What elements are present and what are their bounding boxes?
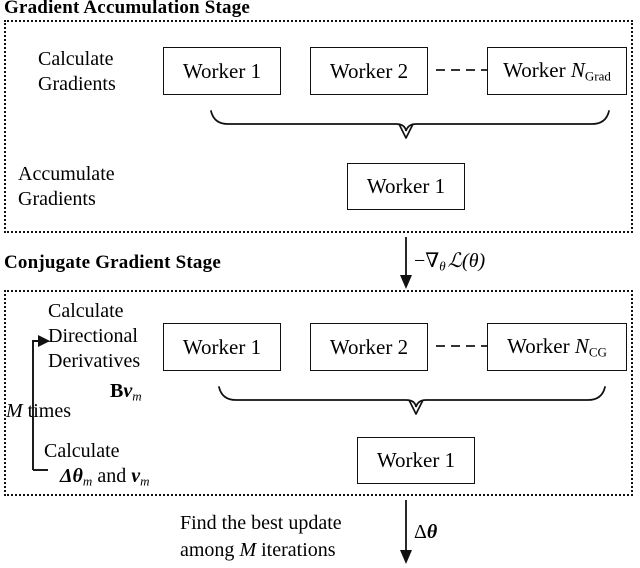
conjugate-gradient-stage-container	[4, 290, 633, 496]
calculate-delta-label-line1: Calculate	[44, 440, 120, 462]
calculate-delta-math: Δθm and vm	[60, 465, 149, 493]
worker-box-cg-n-sub: CG	[588, 344, 607, 360]
worker-box-accumulate[interactable]: Worker 1	[347, 163, 465, 210]
ellipsis-dots-cg	[436, 345, 490, 348]
worker-box-cg-1[interactable]: Worker 1	[163, 323, 281, 371]
worker-box-cg-n-var: N	[574, 333, 589, 358]
worker-box-cg-n-prefix: Worker	[507, 333, 575, 358]
calculate-gradients-label-line2: Gradients	[38, 73, 116, 95]
worker-box-cg-2-label: Worker 2	[329, 334, 409, 359]
footer-arrow-label: Δθ	[414, 521, 437, 544]
worker-box-cg-1-label: Worker 1	[182, 334, 262, 359]
footer-find-best-update-line2: among M iterations	[180, 539, 336, 562]
calculate-directional-label-line2: Directional	[48, 325, 138, 347]
delta-theta-subscript: m	[82, 473, 93, 489]
nabla-subscript-theta: θ	[439, 258, 446, 274]
worker-box-grad-2[interactable]: Worker 2	[310, 47, 428, 95]
matvec-bv-label: Bvm	[110, 380, 142, 408]
gradient-transition-arrow-head	[400, 275, 412, 289]
worker-box-cg-final-label: Worker 1	[376, 448, 456, 472]
worker-box-accumulate-label: Worker 1	[366, 174, 446, 198]
accumulate-gradients-label-line2: Gradients	[18, 188, 96, 210]
loop-times-text: times	[22, 400, 72, 422]
footer-find-best-update-line1: Find the best update	[180, 512, 342, 534]
calculate-directional-label-line3: Derivatives	[48, 350, 141, 372]
worker-box-cg-n-label: Worker NCG	[507, 334, 607, 361]
calculate-directional-label-line1: Calculate	[48, 300, 124, 322]
accumulate-gradients-label-line1: Accumulate	[18, 163, 115, 185]
footer-arrow-head	[400, 550, 412, 564]
vector-v-symbol-2: v	[131, 465, 141, 487]
worker-box-grad-1[interactable]: Worker 1	[163, 47, 281, 95]
footer-among-text: among	[180, 539, 240, 561]
nabla-icon: ∇	[425, 250, 440, 272]
minus-sign: −	[414, 250, 426, 272]
loss-argument-theta: (θ)	[462, 250, 486, 272]
stage-title-gradient-accumulation: Gradient Accumulation Stage	[4, 0, 251, 18]
ellipsis-dots-grad	[436, 69, 490, 72]
loss-symbol: ℒ	[447, 250, 463, 272]
vector-v-subscript-2: m	[140, 473, 150, 489]
worker-box-grad-n-var: N	[570, 57, 585, 82]
calculate-gradients-label-line1: Calculate	[38, 48, 114, 70]
worker-box-grad-2-label: Worker 2	[329, 58, 409, 83]
loop-m-times-label: M times	[6, 400, 71, 423]
delta-theta-symbol: Δθ	[60, 465, 83, 487]
theta-symbol: θ	[426, 521, 438, 543]
footer-m-variable: M	[239, 539, 257, 561]
footer-iterations-text: iterations	[256, 539, 336, 561]
stage-title-conjugate-gradient: Conjugate Gradient Stage	[4, 252, 221, 273]
worker-box-grad-n-label: Worker NGrad	[503, 58, 611, 85]
loop-m-variable: M	[6, 400, 23, 422]
vector-v-subscript: m	[132, 388, 142, 404]
worker-box-cg-final[interactable]: Worker 1	[357, 437, 475, 484]
worker-box-grad-n[interactable]: Worker NGrad	[487, 47, 627, 95]
gradient-accumulation-stage-container	[4, 20, 633, 233]
and-text: and	[92, 465, 132, 487]
worker-box-grad-n-sub: Grad	[584, 68, 611, 84]
worker-box-grad-1-label: Worker 1	[182, 58, 262, 83]
delta-symbol: Δ	[414, 521, 427, 543]
matrix-b-symbol: B	[110, 380, 124, 402]
vector-v-symbol: v	[123, 380, 133, 402]
worker-box-cg-n[interactable]: Worker NCG	[487, 323, 627, 371]
worker-box-grad-n-prefix: Worker	[503, 57, 571, 82]
worker-box-cg-2[interactable]: Worker 2	[310, 323, 428, 371]
